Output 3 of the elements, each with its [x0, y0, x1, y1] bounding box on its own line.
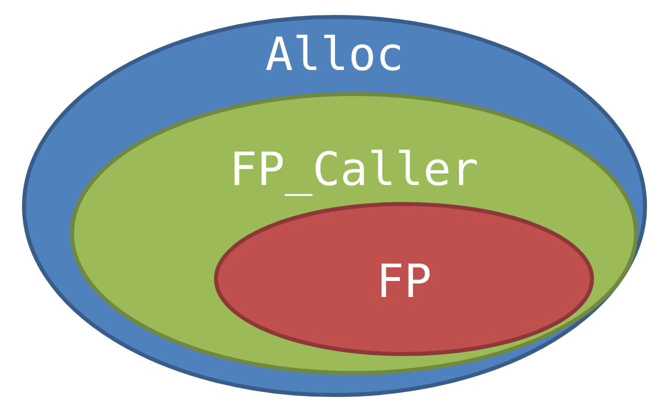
- set-label: FP: [376, 254, 432, 308]
- set-label: Alloc: [265, 27, 404, 81]
- set-label: FP_Caller: [229, 142, 479, 196]
